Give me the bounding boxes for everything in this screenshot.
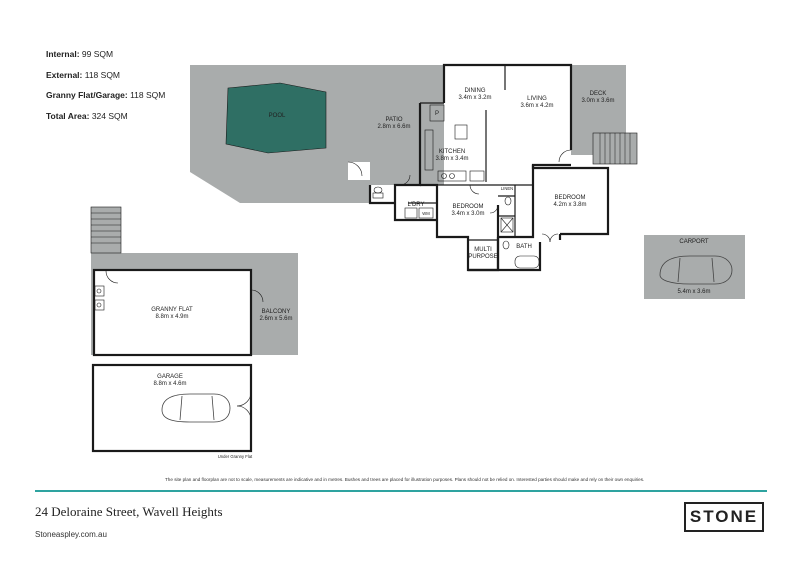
property-address: 24 Deloraine Street, Wavell Heights <box>35 504 223 519</box>
balcony-dims: 2.6m x 5.6m <box>259 316 292 322</box>
footer-divider <box>35 490 767 492</box>
granny-flat-label: GRANNY FLAT <box>151 307 193 313</box>
dining-label: DINING <box>465 88 486 94</box>
pool-label: POOL <box>269 113 286 119</box>
area-external: External: 118 SQM <box>46 69 121 80</box>
living-dims: 3.6m x 4.2m <box>520 103 553 109</box>
interior-walls <box>408 65 533 241</box>
multipurpose-label-2: PURPOSE <box>468 254 497 260</box>
garage-door <box>236 391 252 421</box>
granny-stairs <box>90 206 122 254</box>
carport-dims: 5.4m x 3.6m <box>677 289 710 295</box>
garage-car-icon <box>161 393 231 423</box>
garage-label: GARAGE <box>157 374 183 380</box>
kitchen-label: KITCHEN <box>439 149 465 155</box>
area-summary: Internal: 99 SQM External: 118 SQM Grann… <box>46 44 165 126</box>
granny-flat-dims: 8.8m x 4.9m <box>155 314 188 320</box>
stone-logo: STONE <box>684 502 764 532</box>
bath-label: BATH <box>516 244 532 250</box>
patio-dims: 2.8m x 6.6m <box>377 124 410 130</box>
bedroom2-dims: 4.2m x 3.8m <box>553 202 586 208</box>
granny-flat-room <box>92 268 253 357</box>
pantry-label: P <box>435 111 439 117</box>
patio-area <box>370 65 444 185</box>
disclaimer: The site plan and floorplan are not to s… <box>165 477 645 482</box>
living-label: LIVING <box>527 96 547 102</box>
balcony-label: BALCONY <box>262 309 291 315</box>
bedroom1-label: BEDROOM <box>452 204 483 210</box>
laundry-label: L'DRY <box>407 202 424 208</box>
carport-car-icon <box>659 255 733 285</box>
kitchen-fixtures <box>424 104 485 182</box>
patio-label: PATIO <box>385 117 402 123</box>
area-internal: Internal: 99 SQM <box>46 49 114 59</box>
carport-label: CARPORT <box>679 239 709 245</box>
garage-room <box>91 363 253 453</box>
dining-dims: 3.4m x 3.2m <box>458 95 491 101</box>
under-granny-flat-note: Under Granny Flat <box>218 454 253 459</box>
deck-dims: 3.0m x 3.6m <box>581 98 614 104</box>
bedroom2-label: BEDROOM <box>554 195 585 201</box>
bedroom1-dims: 3.4m x 3.0m <box>451 211 484 217</box>
door-swings <box>347 149 572 243</box>
website-link[interactable]: Stoneaspley.com.au <box>35 530 107 539</box>
granny-stair-treads <box>91 212 121 244</box>
linen-label: LINEN <box>501 186 513 191</box>
deck-label: DECK <box>590 91 607 97</box>
garage-dims: 8.8m x 4.6m <box>153 381 186 387</box>
area-total: Total Area: 324 SQM <box>46 110 128 121</box>
multipurpose-label-1: MULTI <box>474 247 492 253</box>
pool <box>225 82 327 154</box>
kitchen-dims: 3.8m x 3.4m <box>435 156 468 162</box>
granny-flat-fixtures <box>94 270 264 311</box>
laundry-fixtures <box>372 186 540 269</box>
deck-stair-treads <box>599 133 631 164</box>
carport-area <box>644 235 745 299</box>
wm-label: WM <box>422 211 430 216</box>
area-granny-flat-garage: Granny Flat/Garage: 118 SQM <box>46 90 166 100</box>
